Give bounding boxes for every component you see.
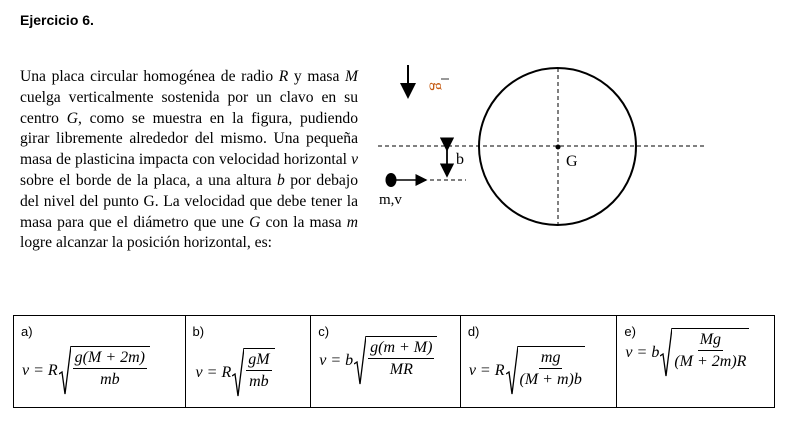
G-label: G	[566, 153, 578, 170]
mass-ball	[385, 173, 397, 187]
option-b[interactable]: b) v = R gM mb	[186, 316, 312, 407]
numerator: mg	[538, 348, 563, 369]
problem-statement: Una placa circular homogénea de radio R …	[20, 67, 358, 254]
denominator: MR	[389, 361, 413, 378]
radical-sign-icon	[232, 348, 245, 397]
var-R: R	[278, 68, 289, 85]
square-root: Mg (M + 2m)R	[660, 328, 750, 378]
formula: v = b g(m + M) MR	[319, 336, 438, 386]
var-v: v	[351, 151, 358, 169]
radical-sign-icon	[58, 346, 71, 395]
text: logre alcanzar la posición horizontal, e…	[20, 234, 272, 252]
denominator: (M + 2m)R	[674, 353, 747, 370]
radical-sign-icon	[505, 346, 518, 395]
var-M: M	[344, 68, 358, 85]
fraction: g(m + M) MR	[366, 336, 438, 386]
numerator: Mg	[697, 330, 724, 351]
text: y masa	[288, 68, 345, 85]
numerator: gM	[246, 350, 272, 371]
radical-sign-icon	[354, 336, 367, 385]
square-root: g(M + 2m) mb	[58, 346, 151, 396]
formula: v = R gM mb	[196, 348, 275, 398]
text: Una placa circular homogénea de radio	[20, 68, 279, 85]
text: cuelga verticalmente sostenida por un cl…	[20, 88, 358, 127]
option-label: c)	[318, 324, 330, 339]
square-root: mg (M + m)b	[505, 346, 585, 396]
option-c[interactable]: c) v = b g(m + M) MR	[311, 316, 461, 407]
var-G: G	[249, 213, 261, 231]
exercise-title: Ejercicio 6.	[20, 12, 94, 28]
mass-label: m,v	[379, 192, 402, 208]
square-root: g(m + M) MR	[354, 336, 438, 386]
formula-lhs: v = R	[22, 362, 58, 379]
option-label: b)	[192, 324, 205, 339]
text: sobre el borde de la placa, a una altura	[20, 171, 277, 189]
formula-lhs: v = b	[625, 344, 660, 361]
numerator: g(M + 2m)	[72, 348, 148, 369]
text: con la masa	[260, 213, 347, 231]
var-m: m	[346, 213, 358, 231]
option-e[interactable]: e) v = b Mg (M + 2m)R	[617, 316, 774, 407]
denominator: mb	[100, 371, 120, 388]
square-root: gM mb	[232, 348, 275, 398]
formula-lhs: v = b	[319, 352, 354, 369]
formula: v = b Mg (M + 2m)R	[625, 328, 750, 378]
center-point	[555, 144, 561, 150]
formula: v = R mg (M + m)b	[469, 346, 585, 396]
var-G: G	[66, 109, 78, 127]
text: , como se muestra en la figura, pudiendo…	[20, 109, 358, 169]
radical-sign-icon	[660, 328, 673, 377]
g-text: g	[429, 82, 448, 91]
option-d[interactable]: d) v = R mg (M + m)b	[461, 316, 618, 407]
denominator: mb	[249, 373, 269, 390]
numerator: g(m + M)	[368, 338, 435, 359]
option-label: d)	[467, 324, 480, 339]
answer-options: a) v = R g(M + 2m) mb b) v = R gM mb c) …	[13, 315, 775, 408]
formula: v = R g(M + 2m) mb	[22, 346, 151, 396]
text: por debajo del nivel del punto G. La vel…	[20, 171, 358, 231]
var-b: b	[277, 171, 285, 189]
denominator: (M + m)b	[519, 371, 582, 388]
circular-plate	[478, 67, 637, 226]
option-label: a)	[21, 324, 33, 339]
option-a[interactable]: a) v = R g(M + 2m) mb	[14, 316, 186, 407]
fraction: gM mb	[244, 348, 275, 398]
fraction: g(M + 2m) mb	[70, 346, 151, 396]
fraction: Mg (M + 2m)R	[672, 328, 750, 378]
formula-lhs: v = R	[468, 362, 505, 379]
b-label: b	[456, 151, 464, 168]
formula-lhs: v = R	[195, 364, 232, 381]
physics-figure: g G b m,v	[378, 65, 704, 226]
option-label: e)	[624, 324, 636, 339]
fraction: mg (M + m)b	[517, 346, 585, 396]
gravity-label: g	[429, 82, 448, 91]
